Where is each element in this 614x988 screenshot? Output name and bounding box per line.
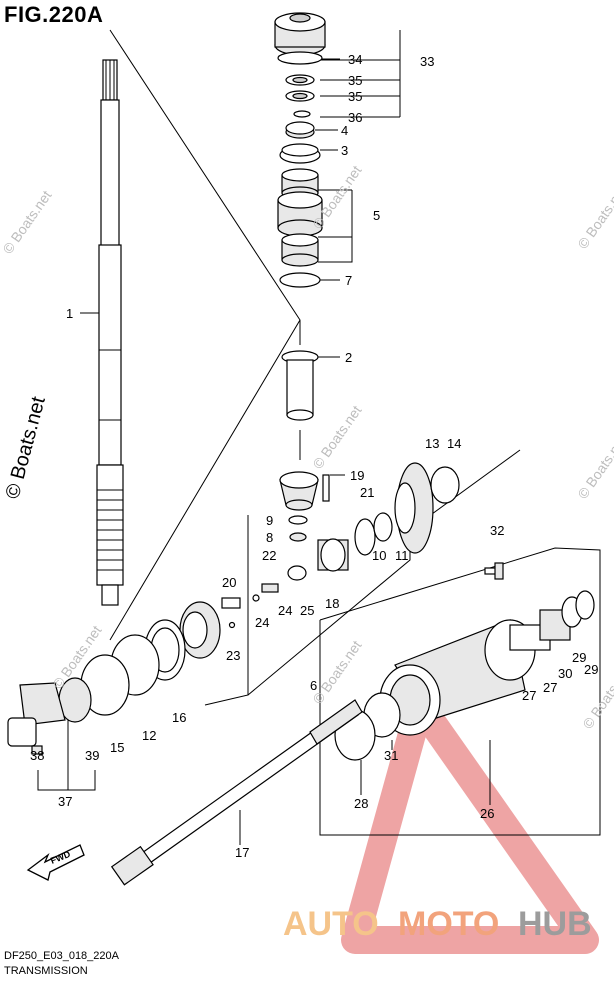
- callout-29a: 29: [572, 650, 586, 665]
- boats-watermark-3: © Boats.net: [309, 402, 364, 471]
- callout-24b: 24: [278, 603, 292, 618]
- callout-4: 4: [341, 123, 348, 138]
- fwd-arrow-icon: FWD: [26, 844, 85, 881]
- part-4-nut: [285, 121, 315, 139]
- callout-13: 13: [425, 436, 439, 451]
- part-20-22-spring-pin: [221, 583, 279, 629]
- part-13-14-forward-gear: [394, 462, 460, 554]
- brand-logo-text: AUTO MOTO HUB: [283, 905, 592, 943]
- brand-logo-triangle: [341, 691, 599, 954]
- part-7-ring: [279, 272, 321, 288]
- brand-auto: AUTO: [283, 905, 379, 943]
- callout-23: 23: [226, 648, 240, 663]
- part-3-race: [279, 143, 321, 164]
- callout-9: 9: [266, 513, 273, 528]
- callout-17: 17: [235, 845, 249, 860]
- part-33-34-bearing-housing: [274, 12, 326, 65]
- callout-27b: 27: [543, 680, 557, 695]
- callout-16: 16: [172, 710, 186, 725]
- boats-watermark-5: © Boats.net: [309, 637, 364, 706]
- callout-15: 15: [110, 740, 124, 755]
- callout-8: 8: [266, 530, 273, 545]
- part-39-37-bearing-housing: [7, 677, 92, 755]
- boats-watermark-7: © Boats.net: [574, 432, 614, 501]
- guide-lines: [37, 29, 601, 836]
- part-9-washer: [288, 515, 308, 525]
- part-17-propeller-shaft: [110, 699, 363, 886]
- callout-2: 2: [345, 350, 352, 365]
- callout-5: 5: [373, 208, 380, 223]
- callout-14: 14: [447, 436, 461, 451]
- boats-watermark-1: © Boats.net: [0, 187, 55, 256]
- part-35-washers: [285, 74, 315, 102]
- callout-35b: 35: [348, 89, 362, 104]
- callout-3: 3: [341, 143, 348, 158]
- callout-22: 22: [262, 548, 276, 563]
- callout-31: 31: [384, 748, 398, 763]
- callout-6: 6: [310, 678, 317, 693]
- part-5-bearing: [277, 168, 323, 267]
- callout-35a: 35: [348, 73, 362, 88]
- callout-10: 10: [372, 548, 386, 563]
- callout-27a: 27: [522, 688, 536, 703]
- callout-33: 33: [420, 54, 434, 69]
- part-32-bolt: [484, 562, 504, 580]
- brand-moto: MOTO: [398, 905, 499, 943]
- part-21-ring: [354, 512, 393, 556]
- part-27-bearing: [509, 609, 571, 651]
- callout-39: 39: [85, 748, 99, 763]
- callout-1: 1: [66, 306, 73, 321]
- callout-21: 21: [360, 485, 374, 500]
- boats-watermark-main: © Boats.net: [2, 394, 50, 501]
- callout-11: 11: [395, 548, 409, 563]
- part-18-clutch: [317, 538, 349, 572]
- callout-36: 36: [348, 110, 362, 125]
- callout-28: 28: [354, 796, 368, 811]
- callout-19: 19: [350, 468, 364, 483]
- part-19-pin: [322, 474, 330, 502]
- callout-24a: 24: [255, 615, 269, 630]
- part-8-nut: [289, 532, 307, 542]
- callout-labels: 1 2 3 4 5 6 7 8 9 10 11 12 13 14 15 16 1…: [30, 52, 598, 860]
- callout-30: 30: [558, 666, 572, 681]
- figure-code: DF250_E03_018_220A: [4, 950, 119, 962]
- callout-12: 12: [142, 728, 156, 743]
- callout-20: 20: [222, 575, 236, 590]
- callout-32: 32: [490, 523, 504, 538]
- part-1-drive-shaft: [96, 59, 124, 606]
- figure-name: TRANSMISSION: [4, 965, 88, 977]
- part-25-ring: [287, 565, 307, 581]
- callout-34: 34: [348, 52, 362, 67]
- callout-18: 18: [325, 596, 339, 611]
- callout-38: 38: [30, 748, 44, 763]
- callout-29b: 29: [584, 662, 598, 677]
- part-29-30-rings: [561, 590, 595, 628]
- part-36-clip: [293, 110, 311, 118]
- figure-title: FIG.220A: [4, 2, 104, 27]
- boats-watermark-4: © Boats.net: [574, 182, 614, 251]
- brand-hub: HUB: [518, 905, 592, 943]
- part-16-reverse-gear: [179, 601, 221, 659]
- callout-7: 7: [345, 273, 352, 288]
- callout-25: 25: [300, 603, 314, 618]
- part-pinion-gear: [279, 471, 319, 511]
- callout-37: 37: [58, 794, 72, 809]
- callout-26: 26: [480, 806, 494, 821]
- part-2-sleeve: [281, 350, 319, 421]
